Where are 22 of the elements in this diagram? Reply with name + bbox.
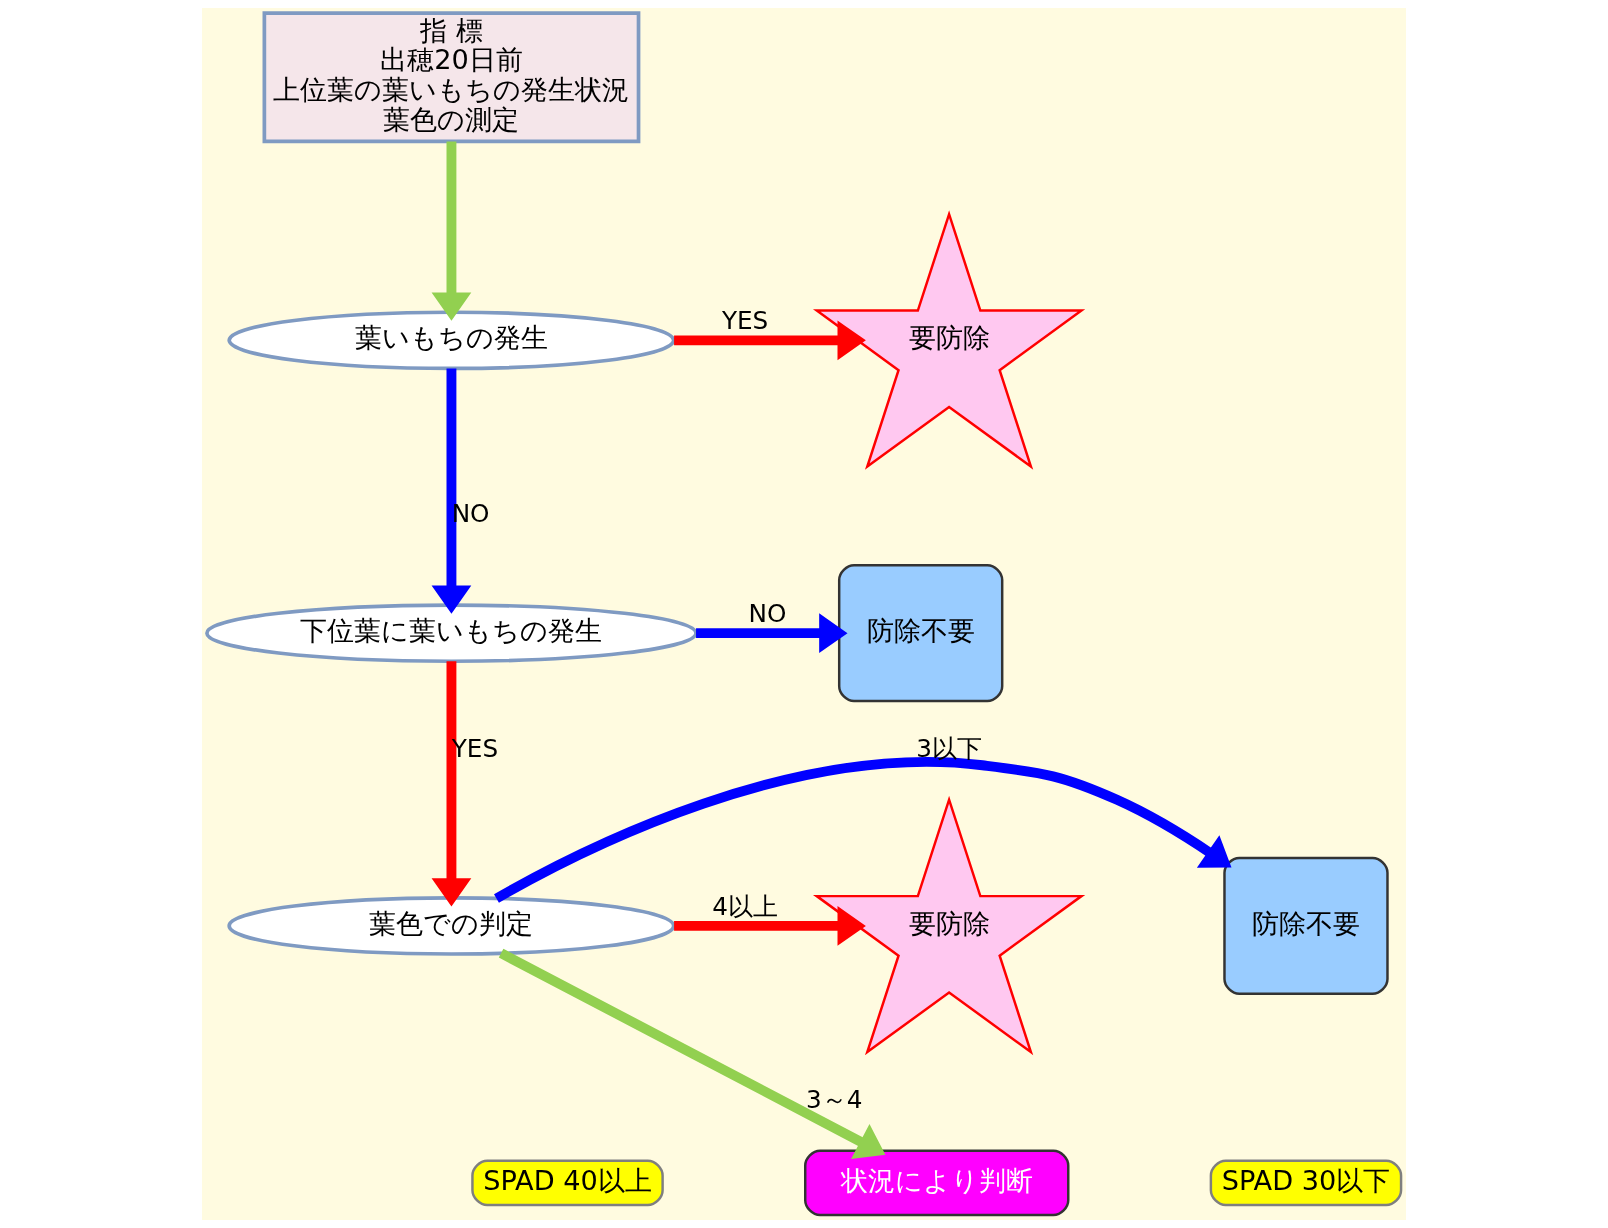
node-ellipse: 葉いもちの発生 bbox=[227, 310, 676, 371]
node-ellipse: 葉色での判定 bbox=[227, 895, 676, 956]
arrow bbox=[431, 141, 472, 321]
arrow bbox=[674, 906, 866, 946]
node-ellipse: 下位葉に葉いもちの発生 bbox=[205, 603, 698, 664]
node-box: 指 標 出穂20日前 上位葉の葉いもちの発生状況 葉色の測定 bbox=[262, 11, 641, 144]
edge-label: 4以上 bbox=[712, 891, 778, 921]
node-box: 状況により判断 bbox=[804, 1149, 1070, 1217]
edge-label: 3～4 bbox=[806, 1084, 863, 1114]
node-box: 防除不要 bbox=[837, 564, 1004, 703]
arrow bbox=[696, 613, 848, 653]
edge-label: NO bbox=[748, 599, 787, 629]
node-box: SPAD 30以下 bbox=[1209, 1159, 1403, 1207]
arrow bbox=[674, 320, 866, 361]
edge-label: YES bbox=[721, 306, 769, 336]
arrow bbox=[498, 948, 886, 1160]
node-box: SPAD 40以上 bbox=[471, 1159, 664, 1207]
node-box: 防除不要 bbox=[1223, 856, 1389, 996]
arrow bbox=[431, 368, 472, 614]
arrow bbox=[494, 757, 1232, 903]
arrow bbox=[431, 661, 472, 907]
edge-label: 3以下 bbox=[916, 733, 982, 763]
